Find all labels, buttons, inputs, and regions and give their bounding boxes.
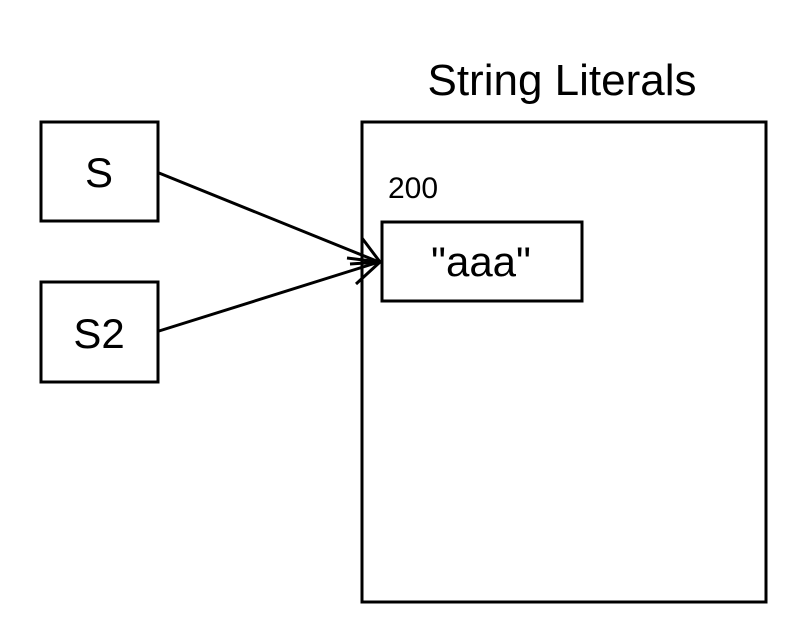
string-pool-box bbox=[360, 120, 768, 604]
variable-label-s2: S2 bbox=[73, 310, 124, 357]
diagram-title: String Literals bbox=[427, 56, 696, 105]
literal-value: "aaa" bbox=[431, 238, 531, 285]
pool-address: 200 bbox=[388, 172, 438, 205]
arrowhead-s2 bbox=[346, 256, 384, 286]
variable-box-s2 bbox=[39, 280, 160, 384]
variable-box-s bbox=[39, 120, 160, 223]
reference-arrow-s2 bbox=[158, 256, 384, 333]
variable-label-s: S bbox=[85, 149, 113, 196]
reference-arrow-s bbox=[158, 171, 383, 266]
